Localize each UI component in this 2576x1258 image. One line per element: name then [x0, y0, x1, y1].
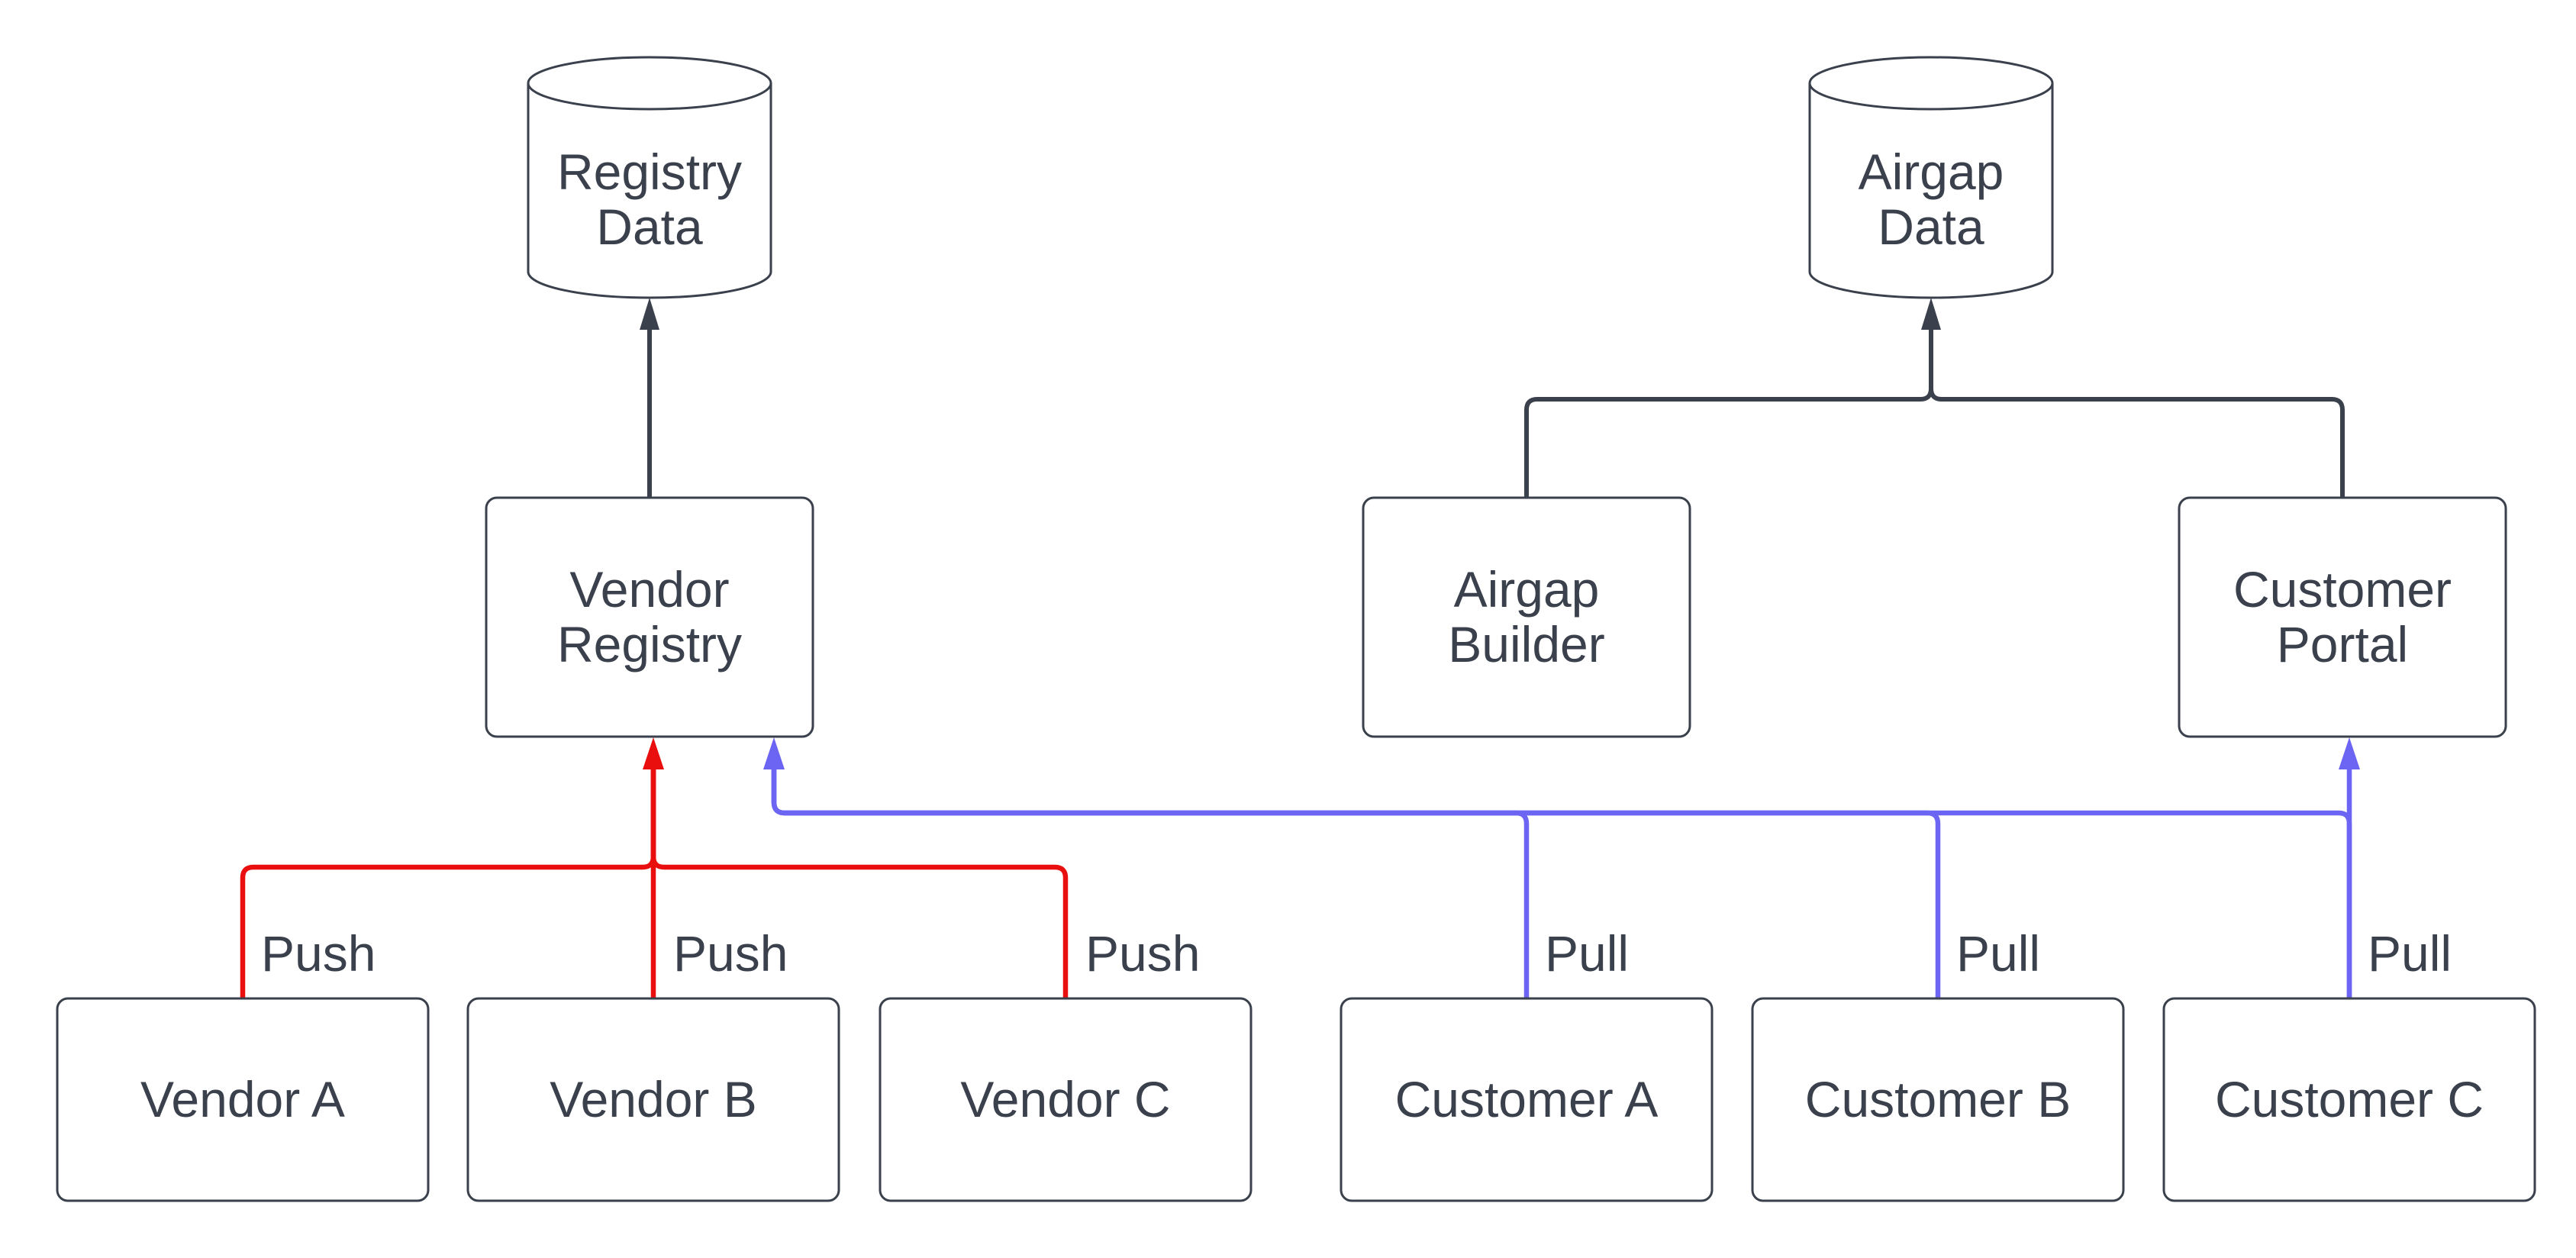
- vendor-c-label: Vendor C: [960, 1071, 1170, 1127]
- customer-portal-label-line1: Customer: [2233, 561, 2452, 618]
- pull-label-customer-c: Pull: [2368, 925, 2452, 982]
- airgap-builder-node: Airgap Builder: [1362, 496, 1691, 738]
- customer-c-box: [2162, 997, 2536, 1202]
- customer-portal-label-line2: Portal: [2277, 616, 2408, 673]
- edge-labels: Push Push Push Pull Pull Pull: [261, 925, 2452, 982]
- edge-airgap-builder-to-airgap-data: [1524, 328, 1933, 498]
- push-label-vendor-a: Push: [261, 925, 376, 982]
- push-label-vendor-b: Push: [673, 925, 788, 982]
- customer-c-label: Customer C: [2215, 1071, 2484, 1127]
- vendor-a-label: Vendor A: [140, 1071, 345, 1127]
- registry-data-label-line2: Data: [596, 198, 703, 255]
- vendor-registry-node: Vendor Registry: [485, 496, 814, 738]
- edge-customer-portal-to-airgap-data: [1929, 328, 2345, 498]
- vendor-registry-box: [485, 496, 814, 738]
- vendor-c-box: [879, 997, 1253, 1202]
- airgap-builder-label-line1: Airgap: [1454, 561, 1600, 618]
- pull-label-customer-b: Pull: [1956, 925, 2040, 982]
- pull-edge-customer-b: [771, 768, 1941, 998]
- registry-data-db: Registry Data: [527, 56, 772, 299]
- customer-b-box: [1751, 997, 2125, 1202]
- push-label-vendor-c: Push: [1085, 925, 1200, 982]
- registry-data-cylinder-body: [527, 83, 772, 299]
- airgap-builder-box: [1362, 496, 1691, 738]
- vendor-a-box: [56, 997, 430, 1202]
- vendor-b-box: [466, 997, 840, 1202]
- vendor-registry-label-line1: Vendor: [569, 561, 729, 618]
- pull-label-customer-a: Pull: [1545, 925, 1629, 982]
- customer-b-label: Customer B: [1805, 1071, 2071, 1127]
- pull-edges: [763, 737, 2360, 998]
- airgap-data-label-line1: Airgap: [1859, 144, 2004, 200]
- airgap-builder-label-line2: Builder: [1448, 616, 1604, 673]
- customer-a-label: Customer A: [1395, 1071, 1659, 1127]
- customer-c-node: Customer C: [2162, 997, 2536, 1202]
- registry-data-label-line1: Registry: [557, 144, 742, 200]
- vendor-registry-label-line2: Registry: [557, 616, 742, 673]
- airgap-data-cylinder-body: [1808, 83, 2054, 299]
- airgap-data-label-line2: Data: [1878, 198, 1984, 255]
- registry-data-arrowhead: [640, 298, 659, 330]
- airgap-data-db: Airgap Data: [1808, 56, 2054, 299]
- push-arrowhead: [643, 737, 664, 769]
- registry-data-cylinder-top: [527, 56, 772, 111]
- dark-edges: [640, 298, 2345, 498]
- vendor-b-label: Vendor B: [550, 1071, 757, 1127]
- customer-portal-node: Customer Portal: [2178, 496, 2507, 738]
- vendor-a-node: Vendor A: [56, 997, 430, 1202]
- pull-arrowhead-registry: [763, 737, 785, 769]
- customer-a-box: [1340, 997, 1714, 1202]
- vendor-b-node: Vendor B: [466, 997, 840, 1202]
- customer-a-node: Customer A: [1340, 997, 1714, 1202]
- push-edge-vendor-c: [650, 768, 1069, 998]
- airgap-data-arrowhead: [1921, 298, 1941, 330]
- push-edges: [240, 737, 1069, 998]
- vendor-c-node: Vendor C: [879, 997, 1253, 1202]
- airgap-data-cylinder-top: [1808, 56, 2054, 111]
- customer-portal-box: [2178, 496, 2507, 738]
- pull-arrowhead-portal: [2339, 737, 2360, 769]
- customer-b-node: Customer B: [1751, 997, 2125, 1202]
